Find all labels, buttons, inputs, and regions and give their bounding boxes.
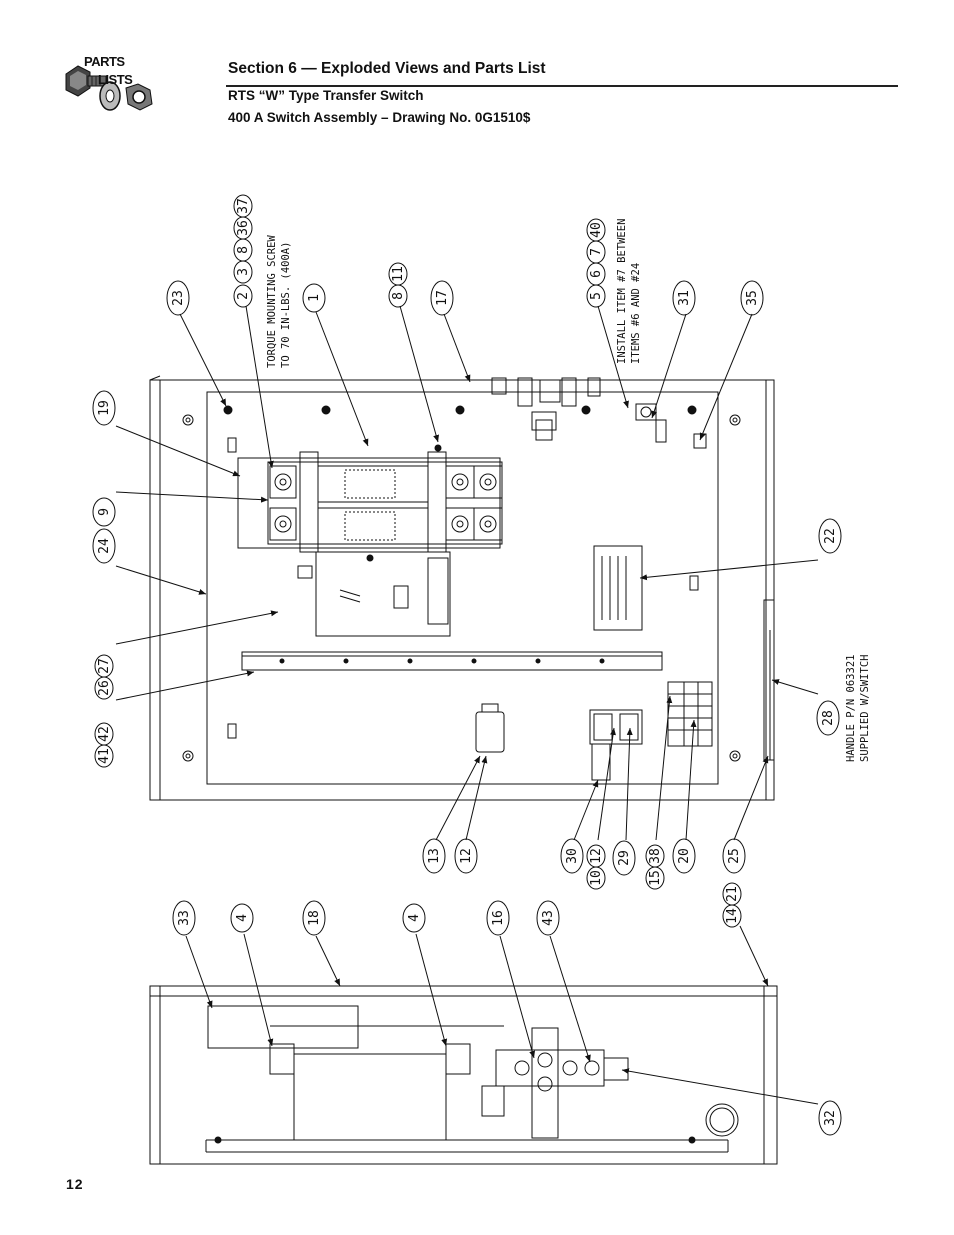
terminal-strip [667,681,713,747]
callout-33: 33 [177,910,192,926]
callout-43: 43 [541,910,556,926]
callout-18: 18 [307,910,322,926]
note-torque-line1: TORQUE MOUNTING SCREW [266,235,278,368]
callout-16: 16 [491,910,506,926]
section-title: Section 6 — Exploded Views and Parts Lis… [228,60,546,77]
callout-30: 30 [565,848,580,864]
callout-26: 26 [97,680,112,696]
callout-36: 36 [236,220,251,236]
callout-10: 10 [589,870,604,886]
callout-15: 15 [648,870,663,886]
callout-32: 32 [823,1110,838,1126]
callout-27: 27 [97,658,112,674]
label-plate [593,545,643,631]
logo-text-parts: PARTS [84,54,125,69]
callout-42: 42 [97,726,112,742]
callout-35: 35 [745,290,760,306]
enclosure-main [149,375,775,801]
nut-bolt-icon [65,65,153,111]
callout-41: 41 [97,748,112,764]
header-rule [226,85,898,87]
callout-1: 1 [307,294,322,302]
parts-lists-logo: PARTS LISTS [58,52,158,132]
callout-4b: 4 [407,914,422,922]
note-install-line1: INSTALL ITEM #7 BETWEEN [616,219,628,364]
callout-11: 11 [391,266,406,282]
callout-8: 8 [236,246,251,254]
callout-24: 24 [97,538,112,554]
note-torque-line2: TO 70 IN-LBS. (400A) [280,242,292,368]
note-install-line2: ITEMS #6 AND #24 [630,263,642,364]
callout-17: 17 [435,290,450,306]
callout-14: 14 [725,908,740,924]
callout-23: 23 [171,290,186,306]
din-rail [241,651,663,671]
relay [475,703,505,753]
drawing-title: 400 A Switch Assembly – Drawing No. 0G15… [228,110,531,125]
callout-19: 19 [97,400,112,416]
callout-20: 20 [677,848,692,864]
note-handle-line2: SUPPLIED W/SWITCH [859,655,871,762]
callout-40: 40 [589,222,604,238]
callout-4a: 4 [235,914,250,922]
callout-8b: 8 [391,292,406,300]
note-handle-line1: HANDLE P/N 063321 [845,655,857,762]
callout-7: 7 [589,248,604,256]
callout-2: 2 [236,292,251,300]
callout-9: 9 [97,508,112,516]
enclosure-side [149,985,778,1165]
transfer-switch-mechanism [237,451,503,553]
callout-37: 37 [236,198,251,214]
callout-31: 31 [677,290,692,306]
callout-12b: 12 [589,848,604,864]
callout-3: 3 [236,268,251,276]
subtitle: RTS “W” Type Transfer Switch [228,88,424,103]
callout-28: 28 [821,710,836,726]
panel-bolts [223,405,697,452]
fuse-block [589,709,643,781]
control-board [297,551,451,637]
callout-5: 5 [589,292,604,300]
top-entry-fittings [491,377,601,441]
callout-23-circle [166,280,190,316]
callout-29: 29 [617,850,632,866]
logo-text-lists: LISTS [98,72,133,87]
callout-38: 38 [648,848,663,864]
callout-6: 6 [589,270,604,278]
callout-12: 12 [459,848,474,864]
panel-mount-holes [182,414,741,762]
callout-22: 22 [823,528,838,544]
callout-21: 21 [725,886,740,902]
callout-13: 13 [427,848,442,864]
page-number: 12 [66,1176,84,1192]
callout-25: 25 [727,848,742,864]
